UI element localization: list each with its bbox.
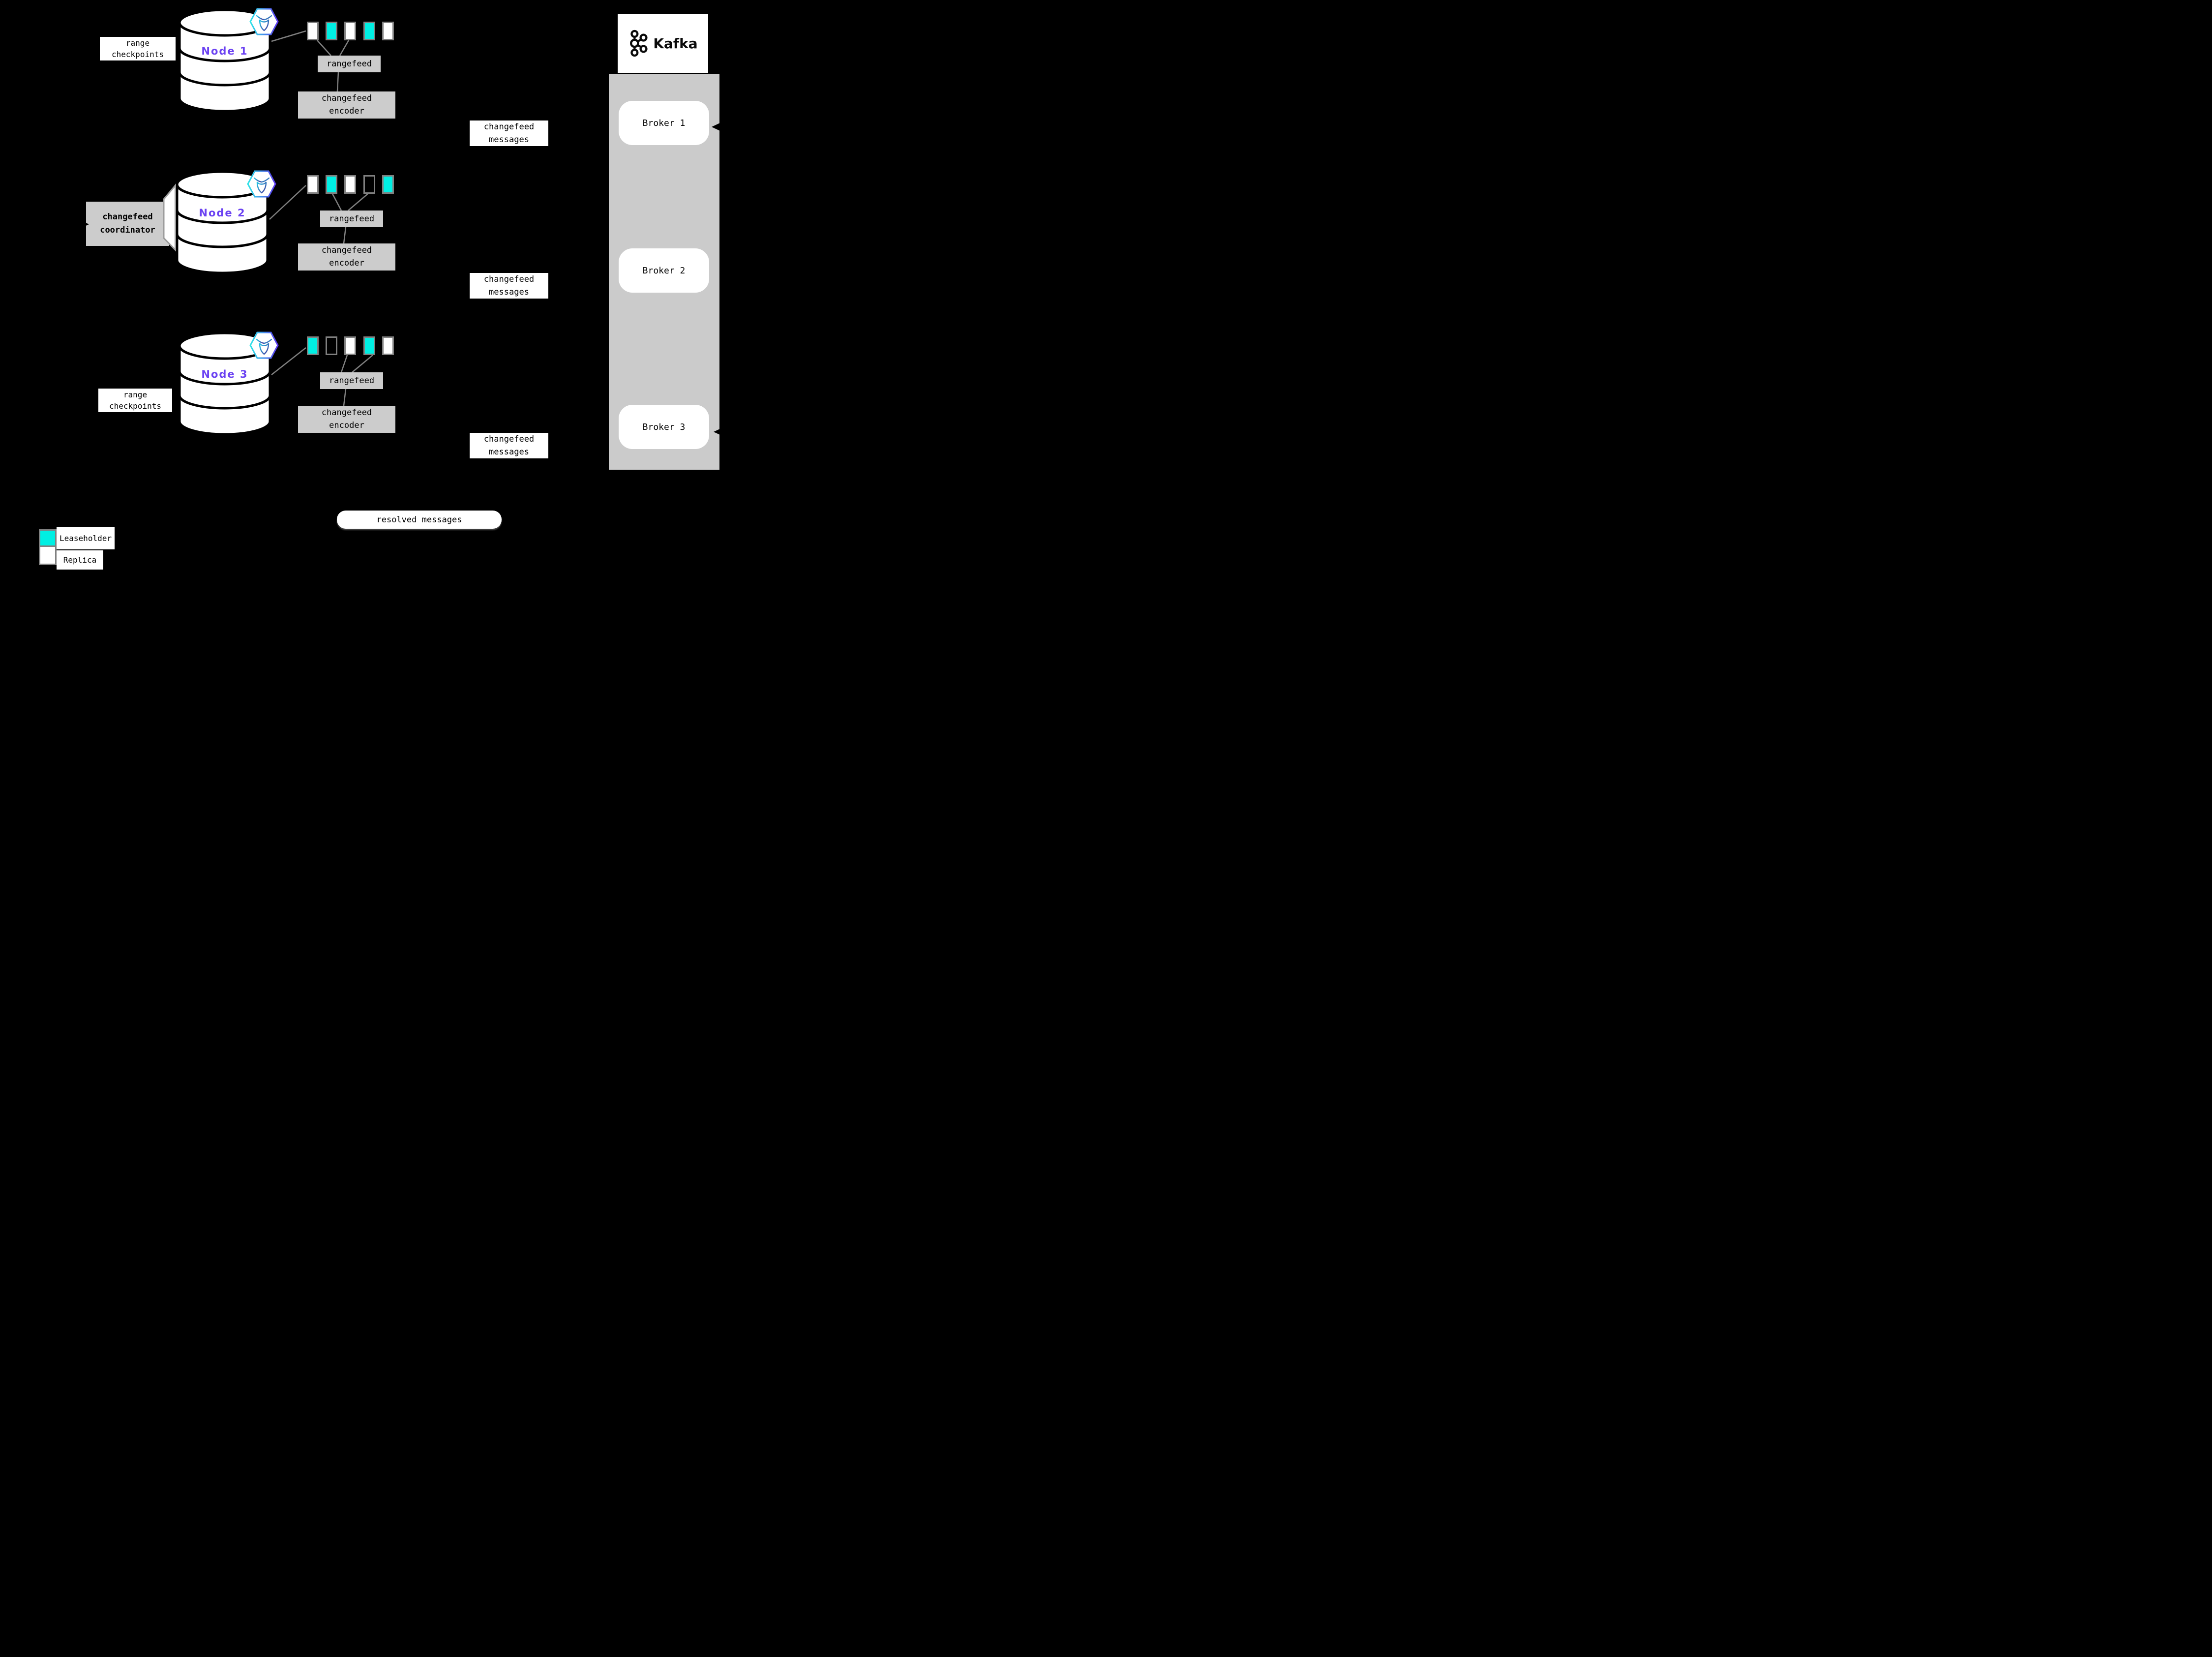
changefeed-messages-label-2: changefeed messages — [470, 273, 548, 299]
broker-1-box: Broker 1 — [619, 101, 709, 145]
connector-line — [339, 40, 350, 56]
changefeed-encoder-box-node2: changefeed encoder — [298, 243, 395, 271]
connector-line — [317, 40, 331, 56]
connector-line — [271, 347, 306, 375]
resolved-messages-pill: resolved messages — [337, 511, 502, 529]
range-square-replica — [382, 336, 394, 355]
range-checkpoints-label-bottom: range checkpoints — [98, 389, 172, 412]
connector-line — [343, 227, 347, 244]
range-square-leaseholder — [326, 22, 337, 40]
connector-line — [271, 30, 306, 42]
node-2-cylinder-icon — [176, 170, 269, 274]
range-square-leaseholder — [326, 175, 337, 194]
connector-line — [331, 193, 342, 211]
legend-label-leaseholder: Leaseholder — [57, 527, 115, 549]
broker-2-box: Broker 2 — [619, 248, 709, 293]
cockroachdb-logo-icon — [249, 8, 279, 35]
node-3-cylinder-icon — [178, 331, 271, 436]
range-square-replica — [307, 175, 319, 194]
broker-3-box: Broker 3 — [619, 405, 709, 449]
range-square-empty — [326, 336, 337, 355]
connector-line — [336, 72, 339, 92]
changefeed-encoder-box-node1: changefeed encoder — [298, 91, 395, 119]
kafka-logo-icon — [630, 30, 648, 57]
changefeed-messages-label-3: changefeed messages — [470, 433, 548, 458]
kafka-broker-column: Broker 1 Broker 2 Broker 3 — [609, 74, 719, 470]
cockroachdb-logo-icon — [249, 331, 279, 359]
legend-swatch-leaseholder — [39, 529, 57, 547]
kafka-title: Kafka — [653, 35, 698, 52]
node-1-label: Node 1 — [201, 45, 248, 57]
rangefeed-box-node1: rangefeed — [318, 56, 381, 72]
range-square-leaseholder — [363, 336, 375, 355]
changefeed-messages-label-1: changefeed messages — [470, 121, 548, 146]
range-square-replica — [344, 175, 356, 194]
changefeed-encoder-box-node3: changefeed encoder — [298, 406, 395, 433]
range-square-replica — [344, 336, 356, 355]
legend-swatch-replica — [39, 545, 57, 565]
rangefeed-box-node2: rangefeed — [320, 211, 383, 227]
range-square-replica — [344, 22, 356, 40]
rangefeed-box-node3: rangefeed — [320, 372, 383, 389]
range-square-replica — [382, 22, 394, 40]
node-3-label: Node 3 — [201, 368, 248, 380]
connector-line — [352, 355, 373, 373]
range-square-leaseholder — [382, 175, 394, 194]
kafka-header: Kafka — [618, 14, 708, 73]
connector-line — [348, 193, 368, 211]
range-square-empty — [363, 175, 375, 194]
range-square-leaseholder — [363, 22, 375, 40]
connector-line — [269, 185, 306, 220]
range-square-leaseholder — [307, 336, 319, 355]
legend-label-replica: Replica — [57, 550, 103, 570]
range-square-replica — [307, 22, 319, 40]
node-2-label: Node 2 — [199, 207, 246, 219]
range-checkpoints-label-top: range checkpoints — [100, 37, 176, 60]
node-1-cylinder-icon — [178, 8, 271, 113]
connector-line — [343, 389, 347, 406]
changefeed-coordinator-box: changefeed coordinator — [86, 202, 169, 246]
changefeed-architecture-diagram: range checkpoints range checkpoints Node… — [0, 0, 771, 577]
connector-line — [340, 355, 348, 373]
cockroachdb-logo-icon — [247, 170, 276, 198]
